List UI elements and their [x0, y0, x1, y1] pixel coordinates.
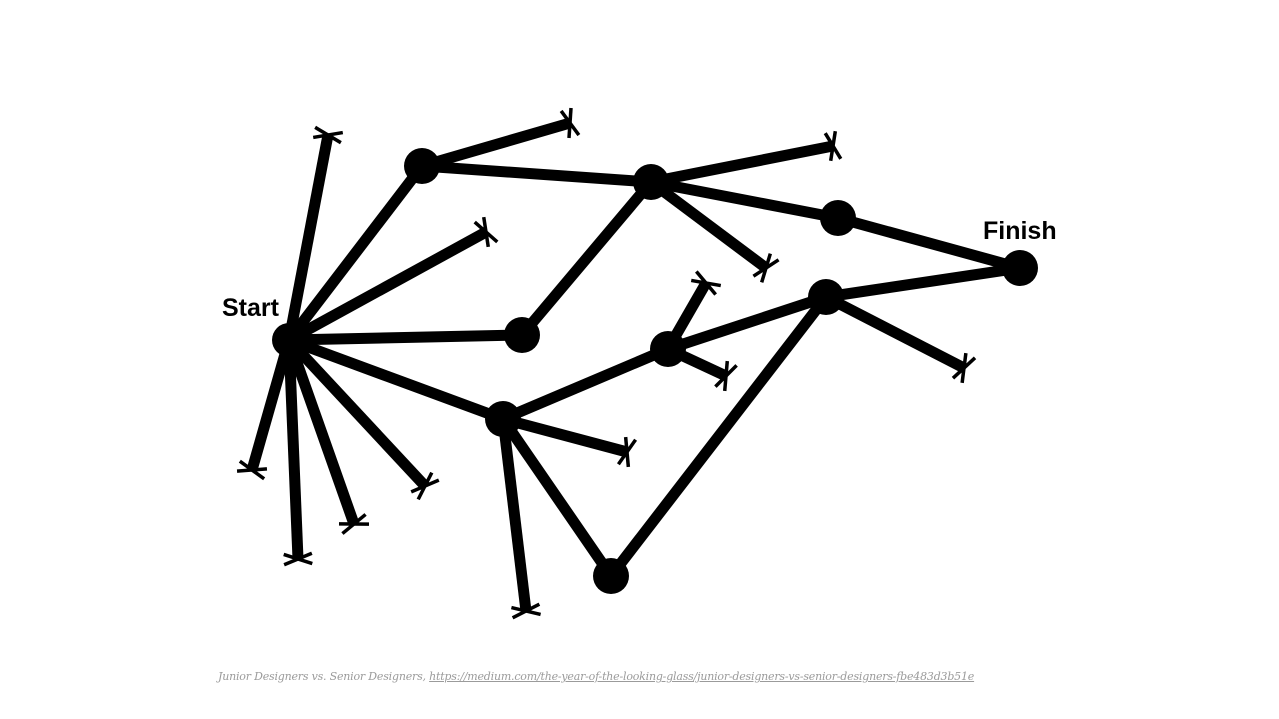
edge-start-n5	[288, 329, 523, 346]
node-n9	[593, 558, 629, 594]
dead-end-x-icon	[752, 253, 780, 283]
dead-end-x-icon	[283, 551, 313, 567]
edge-start-t13	[283, 338, 360, 526]
dead-end-x-icon	[473, 216, 499, 248]
dead-end-x-icon	[690, 270, 722, 296]
dead-end-x-icon	[410, 471, 440, 501]
edge-n7-t8	[823, 292, 967, 373]
edge-start-t1	[283, 133, 334, 342]
edge-n8-n9	[498, 415, 616, 580]
edge-n8-n6	[500, 343, 671, 425]
start-node	[272, 323, 306, 357]
node-n5	[504, 317, 540, 353]
edges	[246, 117, 1022, 612]
edge-n9-n7	[606, 293, 831, 580]
dead-end-x-icon	[236, 459, 268, 481]
dead-end-x-icon	[616, 436, 638, 468]
edge-n6-n7	[666, 291, 828, 355]
node-n6	[650, 331, 686, 367]
edge-start-t14	[284, 336, 430, 490]
node-n2	[633, 164, 669, 200]
start-label: Start	[222, 294, 280, 322]
edge-start-t12	[283, 339, 304, 560]
dead-end-x-icon	[951, 352, 977, 384]
caption-text: Junior Designers vs. Senior Designers,	[218, 670, 430, 683]
edge-start-n1	[284, 162, 427, 344]
dead-end-x-icon	[714, 360, 738, 392]
edge-n2-n3	[649, 176, 840, 224]
node-n7	[808, 279, 844, 315]
dead-end-x-icon	[823, 130, 843, 162]
node-n8	[485, 401, 521, 437]
edge-n8-t9	[501, 413, 629, 458]
dead-end-x-icon	[510, 602, 542, 620]
edge-start-n8	[287, 334, 505, 425]
node-n1	[404, 148, 440, 184]
edge-start-t11	[246, 338, 295, 472]
dead-end-x-icon	[559, 107, 581, 139]
edge-n1-n2	[421, 160, 652, 188]
finish-label: Finish	[983, 217, 1057, 245]
edge-n2-t4	[649, 140, 835, 188]
dead-end-x-icon	[338, 513, 370, 535]
dead-end-marks	[236, 107, 977, 620]
edge-n2-t5	[647, 177, 770, 273]
edge-start-t3	[286, 227, 489, 345]
dead-end-x-icon	[312, 125, 344, 145]
node-n3	[820, 200, 856, 236]
source-link[interactable]: https://medium.com/the-year-of-the-looki…	[429, 670, 975, 683]
edge-n1-t2	[420, 117, 572, 172]
finish-node	[1002, 250, 1038, 286]
edge-n8-t10	[497, 418, 532, 612]
source-caption: Junior Designers vs. Senior Designers, h…	[218, 670, 974, 683]
edge-n2-n5	[517, 178, 656, 339]
nodes	[272, 148, 1038, 594]
edge-n7-finish	[825, 262, 1021, 303]
edge-n3-finish	[836, 212, 1022, 274]
